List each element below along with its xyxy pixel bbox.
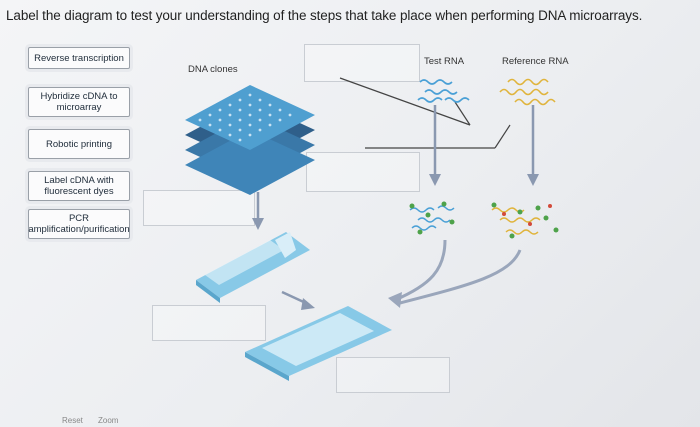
reference-rna-label: Reference RNA bbox=[502, 56, 569, 67]
down-arrow-icon bbox=[252, 192, 264, 230]
drop-zone-3[interactable] bbox=[306, 152, 420, 192]
labeled-reference-cdna-icon bbox=[491, 202, 559, 239]
arrowhead-icon bbox=[388, 292, 402, 308]
glass-slide-icon bbox=[196, 232, 310, 303]
zoom-link[interactable]: Zoom bbox=[98, 416, 119, 425]
instruction-text: Label the diagram to test your understan… bbox=[6, 8, 643, 23]
right-down-arrow-icon bbox=[281, 290, 315, 310]
test-rna-label: Test RNA bbox=[424, 56, 465, 67]
label-robotic-printing[interactable]: Robotic printing bbox=[28, 129, 130, 159]
reference-rna-arrow-icon bbox=[527, 105, 539, 186]
label-pcr-amplification[interactable]: PCR amplification/purification bbox=[28, 209, 130, 239]
label-label-cdna[interactable]: Label cDNA with fluorescent dyes bbox=[28, 171, 130, 201]
microarray-slide-icon bbox=[245, 306, 392, 381]
dna-clones-label: DNA clones bbox=[188, 64, 238, 75]
label-hybridize-cdna[interactable]: Hybridize cDNA to microarray bbox=[28, 87, 130, 117]
test-rna-strands-icon bbox=[417, 79, 470, 103]
drop-zone-5[interactable] bbox=[336, 357, 450, 393]
labeled-test-cdna-icon bbox=[409, 201, 455, 235]
reset-link[interactable]: Reset bbox=[62, 416, 83, 425]
dna-clone-plates-icon bbox=[185, 85, 315, 195]
drop-zone-4[interactable] bbox=[152, 305, 266, 341]
drop-zone-1[interactable] bbox=[304, 44, 420, 82]
bracket-lines-icon bbox=[339, 77, 511, 149]
reference-rna-strands-icon bbox=[499, 78, 556, 106]
test-rna-arrow-icon bbox=[429, 105, 441, 186]
hybridization-arrows-icon bbox=[394, 239, 522, 305]
drop-zone-2[interactable] bbox=[143, 190, 255, 226]
label-reverse-transcription[interactable]: Reverse transcription bbox=[28, 47, 130, 69]
